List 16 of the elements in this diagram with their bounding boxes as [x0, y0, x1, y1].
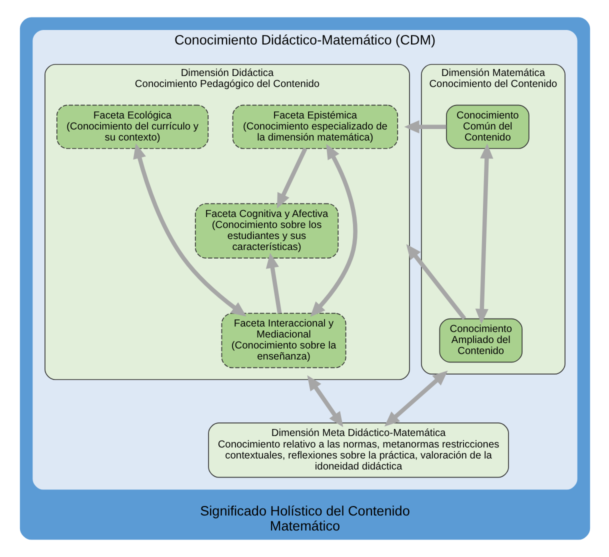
arrow — [404, 120, 446, 134]
node-box: Faceta Interaccional y Mediacional (Conocimiento sobre la enseñanza) — [220, 312, 346, 368]
arrow — [384, 370, 448, 426]
node-box: Conocimiento Común del Contenido — [446, 104, 529, 149]
arrow — [310, 144, 357, 317]
node-box: Conocimiento Ampliado del Contenido — [438, 318, 522, 363]
arrow — [265, 252, 282, 314]
arrow — [474, 144, 493, 324]
arrow — [306, 375, 343, 428]
arrow — [276, 148, 307, 208]
node-box: Faceta Cognitiva y Afectiva (Conocimiento sobre los estudiantes y sus características) — [194, 203, 338, 259]
node-box: Faceta Epistémica (Conocimiento especializado de la dimensión matemática) — [232, 104, 398, 149]
arrow — [406, 244, 466, 320]
node-box: Faceta Ecológica (Conocimiento del currículo y su contexto) — [56, 104, 208, 149]
arrow — [132, 143, 246, 316]
node-box: Dimensión Meta Didáctico-Matemática Conocimiento relativo a las normas, metanormas restricciones contextuales, reflexiones sobre la práctica, valoración de la idoneidad didáctica — [208, 422, 508, 478]
